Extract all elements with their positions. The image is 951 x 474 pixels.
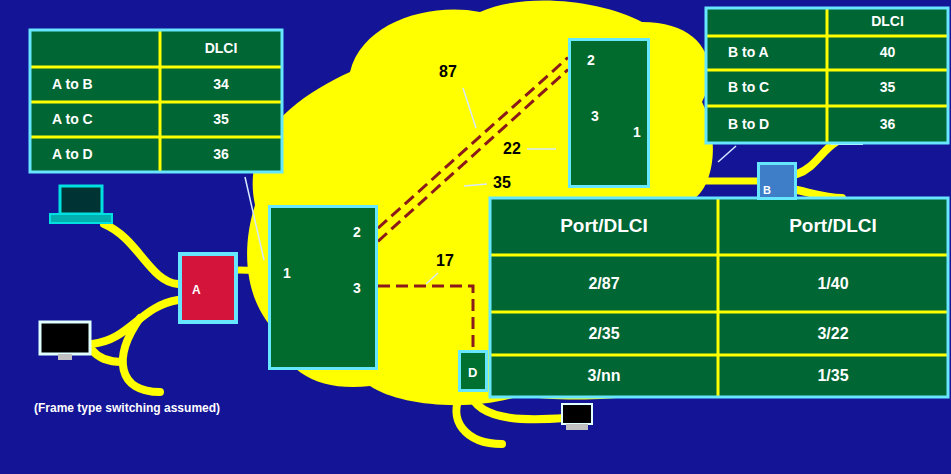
table-cell: 36: [160, 137, 282, 172]
virtual-circuit: [378, 286, 473, 350]
table-header: DLCI: [871, 14, 904, 29]
table-cell: B to C: [728, 80, 769, 95]
node-label: 1: [283, 266, 291, 280]
callout-number: 17: [436, 252, 454, 270]
host-box: D: [458, 350, 488, 392]
table-cell: 35: [160, 102, 282, 137]
table-header: Port/DLCI: [490, 198, 718, 255]
note: (Frame type switching assumed): [32, 400, 292, 418]
table-cell: A to C: [30, 102, 160, 137]
callout-number: 35: [487, 172, 517, 194]
callout-number: 35: [493, 174, 511, 192]
table-cell: B to D: [706, 106, 827, 143]
callout-number: 17: [430, 250, 460, 272]
node-label: 3: [591, 109, 599, 123]
node-label: 1: [633, 125, 641, 139]
node-label: 2: [587, 53, 595, 67]
note: (Frame type switching assumed): [34, 402, 220, 415]
table-cell: A to D: [52, 147, 93, 162]
table-cell: B to C: [706, 70, 827, 106]
node-label: B: [763, 185, 771, 196]
switch-table: [490, 198, 948, 397]
table-cell: 3/22: [817, 325, 848, 343]
table-cell: 1/35: [718, 355, 948, 397]
node-label: 2: [353, 225, 361, 239]
table-cell: 2/87: [588, 275, 619, 293]
table-header: DLCI: [205, 41, 238, 56]
table-cell: B to A: [728, 45, 769, 60]
table-header: Port/DLCI: [560, 216, 648, 237]
access-cable: [238, 270, 268, 271]
virtual-circuit: [378, 58, 568, 229]
table-cell: 35: [827, 70, 948, 106]
table-cell: B to A: [706, 36, 827, 70]
table-cell: 40: [880, 45, 896, 60]
table-cell: A to C: [52, 112, 93, 127]
frame-switch: 1 2 3: [268, 205, 378, 370]
table-cell: 2/87: [490, 255, 718, 312]
table-cell: 1/40: [817, 275, 848, 293]
callout-number: 22: [497, 138, 527, 160]
node-label: D: [468, 366, 477, 379]
table-cell: 36: [880, 117, 896, 132]
table-cell: 35: [213, 112, 229, 127]
table-cell: 1/35: [817, 367, 848, 385]
table-a: [30, 30, 282, 172]
host-box: B: [757, 162, 797, 200]
host-box: A: [178, 252, 238, 324]
node-label: 3: [353, 281, 361, 295]
callout-number: 87: [432, 60, 464, 84]
table-cell: 34: [160, 67, 282, 102]
desktop-icon: [40, 322, 90, 360]
table-cell: 3/nn: [490, 355, 718, 397]
table-cell: 2/35: [490, 312, 718, 355]
node-label: A: [192, 284, 201, 296]
table-cell: A to B: [52, 77, 93, 92]
table-header: Port/DLCI: [789, 216, 877, 237]
virtual-circuit: [378, 70, 568, 242]
callout-number: 22: [503, 140, 521, 158]
table-cell: 3/nn: [588, 367, 621, 385]
table-cell: 40: [827, 36, 948, 70]
table-cell: B to D: [728, 117, 769, 132]
laptop-icon: [50, 186, 112, 223]
table-cell: 34: [213, 77, 229, 92]
table-cell: 35: [880, 80, 896, 95]
access-cable: [650, 155, 757, 181]
table-cell: 3/22: [718, 312, 948, 355]
table-b: [706, 8, 948, 143]
table-header: Port/DLCI: [718, 198, 948, 255]
table-header: DLCI: [827, 8, 948, 36]
table-cell: 1/40: [718, 255, 948, 312]
table-cell: A to B: [30, 67, 160, 102]
table-cell: 36: [213, 147, 229, 162]
table-cell: A to D: [30, 137, 160, 172]
table-cell: 36: [827, 106, 948, 143]
desktop-icon: [562, 404, 592, 430]
table-header: DLCI: [160, 30, 282, 67]
table-cell: 2/35: [588, 325, 619, 343]
frame-switch: 2 3 1: [568, 38, 650, 188]
callout-number: 87: [439, 63, 457, 81]
